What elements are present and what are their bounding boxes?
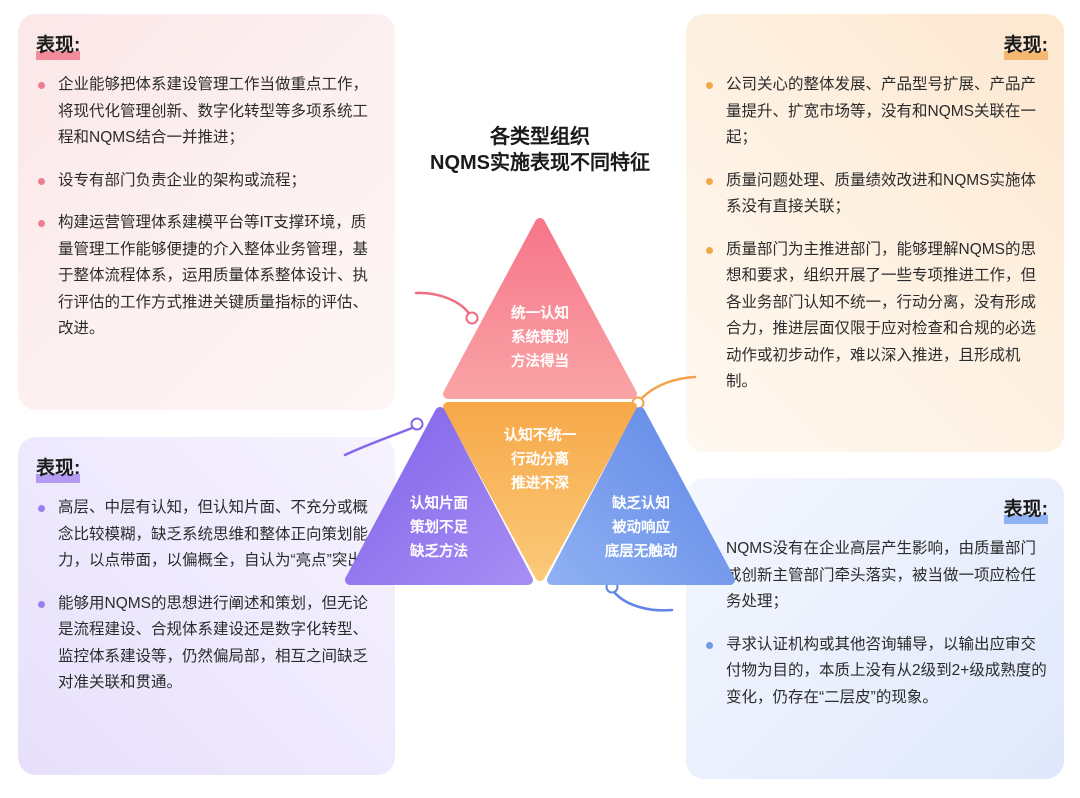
- panel-top-left: 表现: 企业能够把体系建设管理工作当做重点工作，将现代化管理创新、数字化转型等多…: [18, 14, 395, 410]
- triangle-left: [345, 407, 533, 585]
- item-list: 企业能够把体系建设管理工作当做重点工作，将现代化管理创新、数字化转型等多项系统工…: [36, 72, 379, 343]
- bullet-icon: [706, 177, 713, 185]
- list-item: 高层、中层有认知，但认知片面、不充分或概念比较模糊，缺乏系统思维和整体正向策划能…: [36, 495, 379, 575]
- triangle-center-label: 认知不统一 行动分离 推进不深: [503, 428, 577, 492]
- triangle-top-label: 统一认知 系统策划 方法得当: [511, 306, 569, 370]
- list-item: 公司关心的整体发展、产品型号扩展、产品产量提升、扩宽市场等，没有和NQMS关联在…: [704, 72, 1048, 152]
- title-line-2: NQMS实施表现不同特征: [430, 152, 650, 174]
- list-item: 寻求认证机构或其他咨询辅导，以输出应审交付物为目的，本质上没有从2级到2+级成熟…: [704, 632, 1048, 712]
- list-item: 质量问题处理、质量绩效改进和NQMS实施体系没有直接关联；: [704, 168, 1048, 221]
- title-line-1: 各类型组织: [490, 126, 590, 148]
- panel-heading: 表现:: [36, 458, 81, 483]
- bullet-icon: [706, 246, 713, 254]
- panel-bottom-right: 表现: NQMS没有在企业高层产生影响，由质量部门或创新主管部门牵头落实，被当做…: [686, 478, 1064, 779]
- panel-heading: 表现:: [1003, 499, 1049, 524]
- list-item: 设专有部门负责企业的架构或流程；: [36, 168, 379, 195]
- connector-left-mid-dot: [410, 417, 424, 431]
- item-list: 高层、中层有认知，但认知片面、不充分或概念比较模糊，缺乏系统思维和整体正向策划能…: [36, 495, 379, 697]
- bullet-icon: [706, 82, 713, 89]
- list-item: 质量部门为主推进部门，能够理解NQMS的思想和要求，组织开展了一些专项推进工作，…: [704, 237, 1048, 396]
- item-list: NQMS没有在企业高层产生影响，由质量部门或创新主管部门牵头落实，被当做一项应检…: [704, 536, 1048, 711]
- triangle-left-label: 认知片面 策划不足 缺乏方法: [410, 496, 468, 560]
- item-list: 公司关心的整体发展、产品型号扩展、产品产量提升、扩宽市场等，没有和NQMS关联在…: [704, 72, 1048, 396]
- panel-top-right: 表现: 公司关心的整体发展、产品型号扩展、产品产量提升、扩宽市场等，没有和NQM…: [686, 14, 1064, 452]
- connector-top-left-dot: [465, 311, 479, 325]
- list-item: 企业能够把体系建设管理工作当做重点工作，将现代化管理创新、数字化转型等多项系统工…: [36, 72, 379, 152]
- connector-top-left: [414, 291, 472, 317]
- bullet-icon: [38, 505, 45, 512]
- bullet-icon: [38, 600, 45, 608]
- panel-bottom-left: 表现: 高层、中层有认知，但认知片面、不充分或概念比较模糊，缺乏系统思维和整体正…: [18, 437, 395, 775]
- bullet-icon: [38, 220, 45, 227]
- panel-heading: 表现:: [36, 35, 81, 60]
- list-item: 构建运营管理体系建模平台等IT支撑环境，质量管理工作能够便捷的介入整体业务管理，…: [36, 210, 379, 343]
- bullet-icon: [38, 82, 45, 89]
- triangle-right-label: 缺乏认知 被动响应 底层无触动: [604, 496, 678, 560]
- bullet-icon: [38, 177, 45, 185]
- list-item: 能够用NQMS的思想进行阐述和策划，但无论是流程建设、合规体系建设还是数字化转型…: [36, 591, 379, 697]
- connector-left-mid: [343, 426, 414, 457]
- bullet-icon: [706, 641, 713, 649]
- connector-bottom-right: [612, 590, 674, 612]
- list-item: NQMS没有在企业高层产生影响，由质量部门或创新主管部门牵头落实，被当做一项应检…: [704, 536, 1048, 616]
- connector-right-top: [640, 375, 697, 400]
- diagram-title: 各类型组织 NQMS实施表现不同特征: [400, 124, 680, 176]
- triangle-center: [443, 402, 637, 581]
- triangle-top: [443, 218, 637, 399]
- panel-heading: 表现:: [1003, 35, 1049, 60]
- triangle-right: [547, 407, 735, 585]
